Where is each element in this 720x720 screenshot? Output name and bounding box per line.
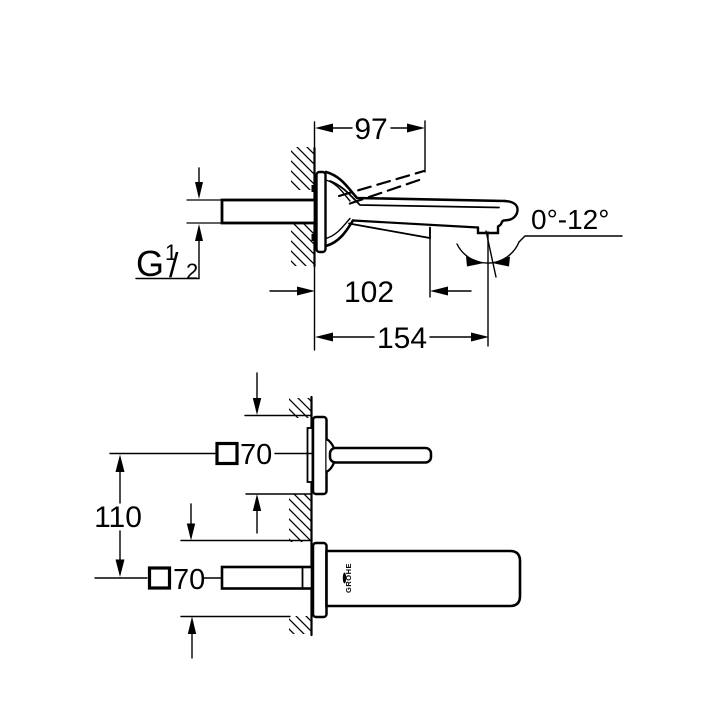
- lever-dashed-outline: [337, 169, 427, 205]
- wall-hatch-upper: [291, 147, 314, 190]
- front-view: GROHE 70 70 110: [94, 372, 522, 659]
- arrowhead-up: [115, 454, 125, 472]
- plate-edge-indicators: [180, 372, 312, 659]
- brand-logo: GROHE: [342, 563, 353, 593]
- swivel-arc: [456, 241, 520, 264]
- dim-102: 102: [269, 227, 472, 309]
- arrowhead-up: [187, 616, 197, 634]
- arrowhead-left: [315, 332, 333, 342]
- arrowhead-up: [252, 494, 262, 511]
- dim-square70-upper: 70: [109, 439, 314, 471]
- swivel-angle-annotation: 0°-12°: [456, 204, 623, 347]
- arrowhead-left: [315, 123, 333, 133]
- arrowhead-right: [471, 332, 489, 342]
- wall-hatch-middle: [289, 494, 312, 542]
- thread-callout-g12: G 1 / 2: [135, 167, 203, 285]
- wall-hatch-bottom: [289, 616, 312, 634]
- dim-70-upper-label: 70: [240, 439, 272, 471]
- arrowhead-left: [430, 286, 448, 296]
- side-view: 97 G 1 / 2 0°-12°: [135, 113, 623, 355]
- dim-square70-lower: 70: [94, 564, 223, 596]
- arrowhead-up: [195, 224, 203, 241]
- lower-escutcheon-plate: [311, 541, 328, 619]
- dim-102-label: 102: [344, 276, 394, 309]
- arrowhead-down: [252, 398, 262, 415]
- arrowhead-right: [297, 286, 315, 296]
- arc-arrowhead-right: [492, 256, 510, 267]
- square-symbol-icon: [147, 566, 172, 590]
- thread-numerator: 1: [165, 240, 177, 265]
- dim-110: 110: [94, 454, 142, 577]
- wall-hatch-lower: [291, 223, 314, 266]
- swivel-angle-label: 0°-12°: [531, 204, 609, 235]
- upper-escutcheon-plate: [311, 415, 328, 496]
- dim-154-label: 154: [377, 322, 427, 355]
- arrowhead-down: [195, 182, 203, 199]
- spout-shank: [220, 565, 314, 590]
- dim-97-label: 97: [354, 113, 387, 146]
- arrowhead-right: [407, 123, 425, 133]
- square-symbol-icon: [215, 441, 239, 466]
- arrowhead-down: [115, 559, 125, 577]
- spout-front: [325, 549, 522, 608]
- spout-tip-aerator: [476, 199, 519, 235]
- wall-hatch-top: [289, 398, 312, 418]
- logo-mark-icon: [342, 572, 347, 584]
- arc-arrowhead-left: [466, 256, 484, 267]
- plate-fixing-upper: [311, 185, 317, 192]
- angle-leader-line: [518, 235, 623, 243]
- dim-70-lower-label: 70: [173, 564, 205, 596]
- dim-110-label: 110: [94, 501, 142, 534]
- joystick-lever: [328, 446, 433, 464]
- escutcheon-plate-side: [315, 170, 327, 254]
- dim-97: 97: [315, 113, 426, 173]
- dim-154: 154: [315, 322, 489, 355]
- brand-logo-text: GROHE: [344, 563, 353, 593]
- thread-slash: /: [169, 247, 179, 285]
- plate-fixing-lower: [311, 234, 317, 241]
- arrowhead-down: [186, 523, 196, 541]
- thread-letter: G: [136, 243, 164, 284]
- thread-denominator: 2: [186, 259, 198, 284]
